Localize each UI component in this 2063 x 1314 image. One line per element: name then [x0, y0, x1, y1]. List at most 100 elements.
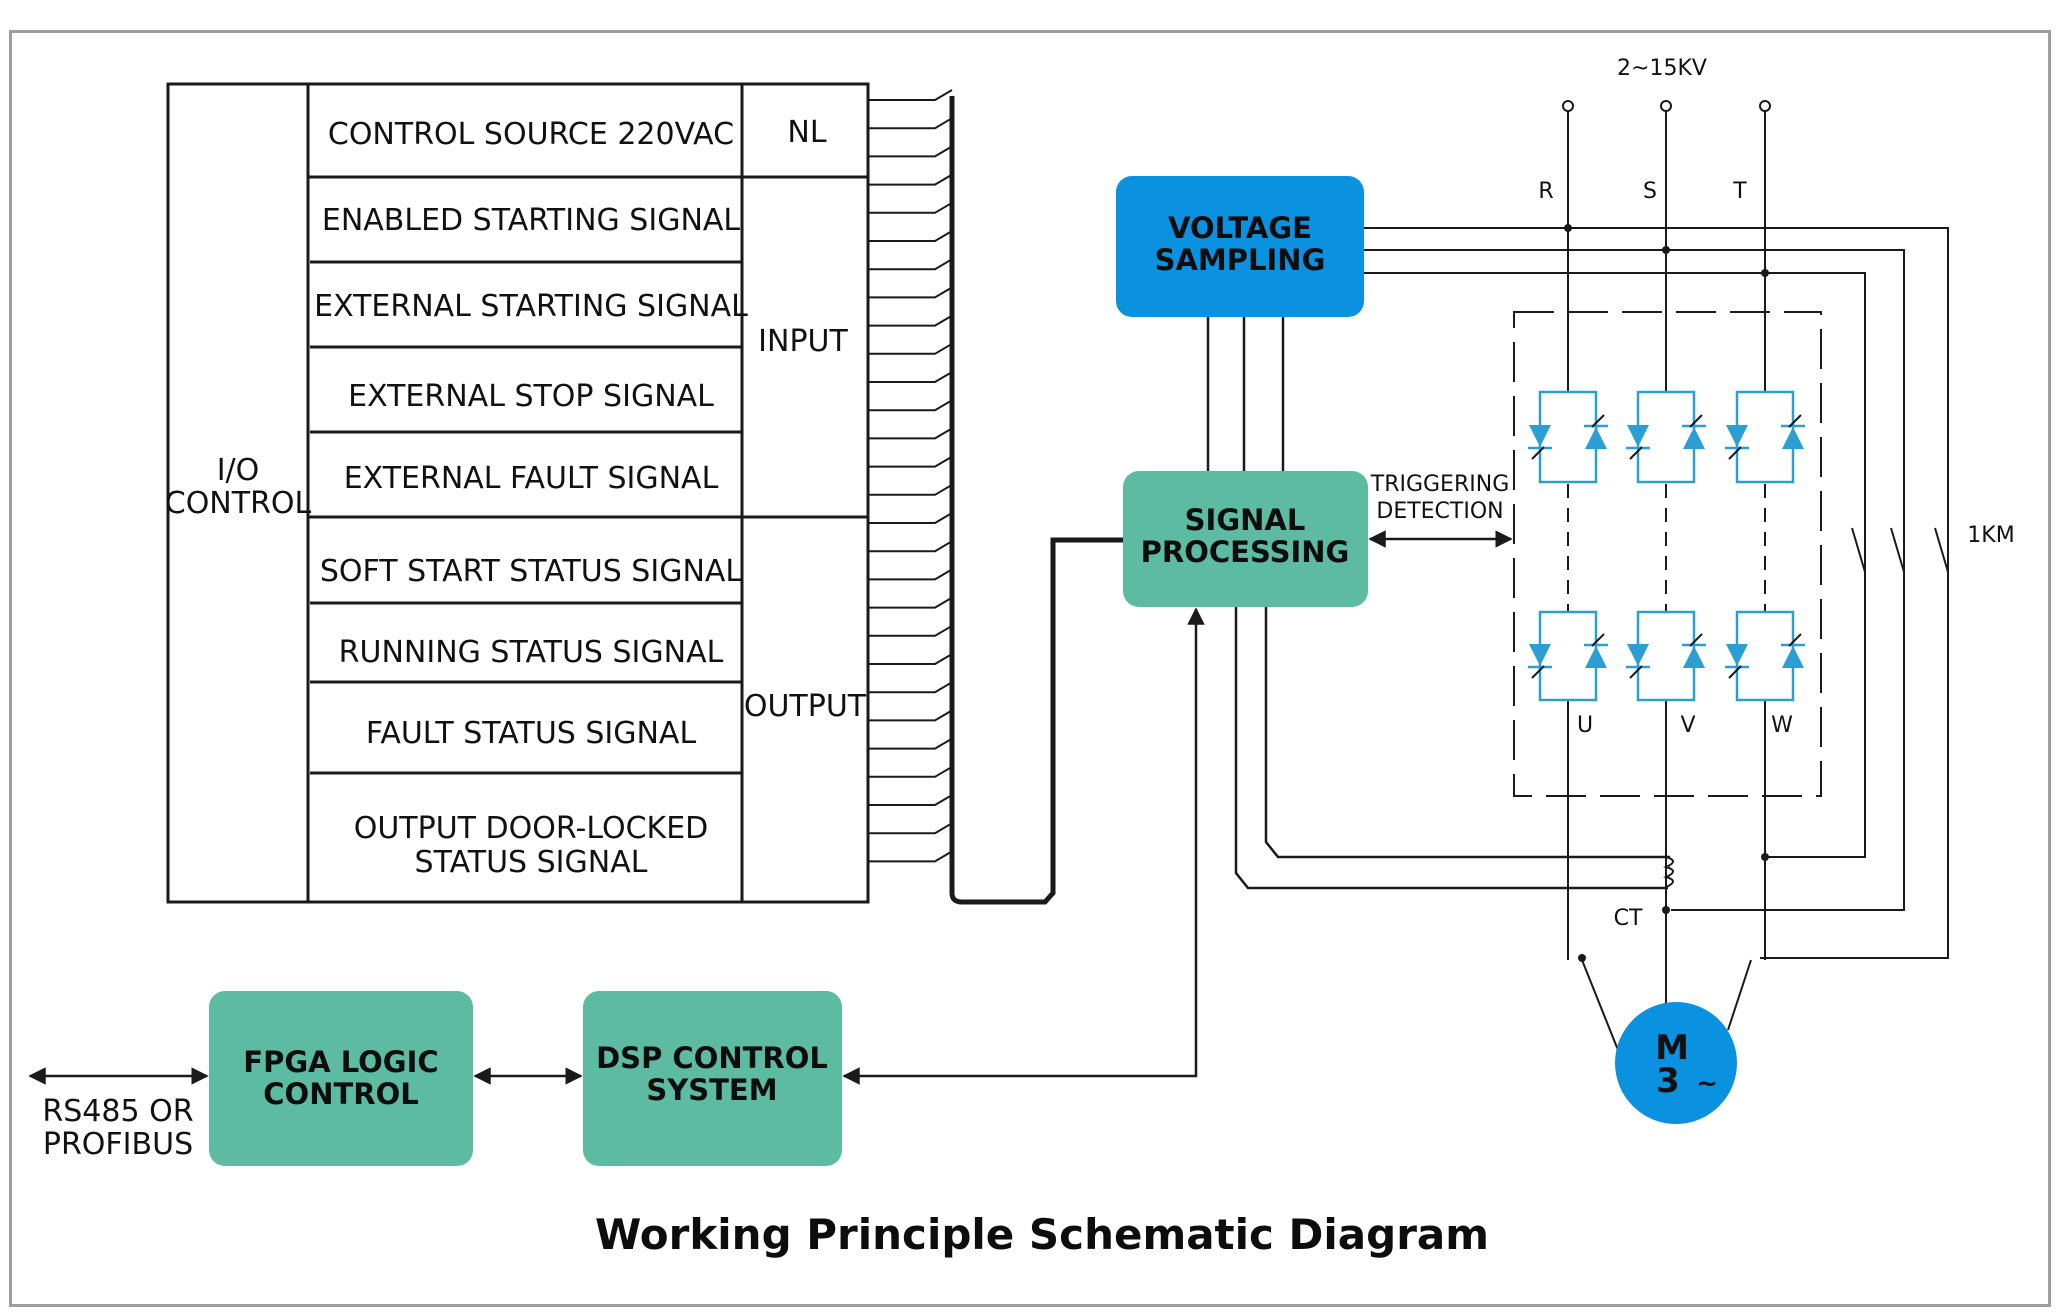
thyristor-pair [1725, 390, 1805, 484]
contactor-3-blade [1934, 527, 1949, 573]
category-nl: NL [787, 115, 826, 150]
motor-tilde: ~ [1696, 1069, 1718, 1099]
terminal-s [1660, 100, 1672, 112]
terminal-line [868, 286, 953, 299]
voltage-sampling-block [1116, 176, 1364, 317]
diagram-frame [9, 30, 2051, 1307]
voltage-sampling-label-2: SAMPLING [1155, 243, 1326, 277]
triggering-label-2: DETECTION [1376, 499, 1503, 524]
fpga-label-2: CONTROL [263, 1077, 418, 1111]
motor [1615, 1002, 1737, 1124]
out-u-label: U [1577, 713, 1593, 738]
terminal-line [868, 117, 953, 130]
row-soft-start-status: SOFT START STATUS SIGNAL [320, 554, 743, 589]
row-enabled-starting: ENABLED STARTING SIGNAL [322, 203, 741, 238]
terminal-line [868, 512, 953, 524]
terminal-line [868, 427, 953, 440]
dsp-sp-link [842, 607, 1205, 1085]
terminal-line [868, 314, 953, 327]
block-connections [28, 317, 1670, 1085]
contactor-1-blade [1851, 527, 1866, 573]
terminal-line [868, 483, 953, 496]
rs485-label-2: PROFIBUS [43, 1127, 193, 1162]
diagram-title: Working Principle Schematic Diagram [595, 1210, 1489, 1259]
sample-bus-s [1364, 249, 1905, 911]
terminal-line [868, 173, 953, 186]
ct-label: CT [1614, 906, 1643, 931]
junction-dots [1564, 224, 1769, 962]
voltage-label: 2~15KV [1617, 56, 1707, 81]
io-group-label-1: I/O [217, 453, 260, 488]
row-running-status: RUNNING STATUS SIGNAL [339, 635, 724, 670]
signal-processing-block [1123, 471, 1368, 607]
terminal-line [868, 737, 953, 750]
terminal-line [868, 371, 953, 383]
terminal-line [868, 624, 953, 637]
km-label: 1KM [1967, 523, 2014, 548]
sample-bus-t [1364, 272, 1866, 858]
row-external-starting: EXTERNAL STARTING SIGNAL [314, 289, 748, 324]
phase-t-label: T [1732, 179, 1747, 204]
terminal-t [1759, 100, 1771, 112]
thyristor-pair [1528, 390, 1608, 484]
fpga-logic-block [209, 991, 473, 1166]
row-control-source: CONTROL SOURCE 220VAC [328, 117, 734, 152]
terminal-line [868, 709, 953, 722]
out-w-label: W [1771, 713, 1793, 738]
dsp-control-block [583, 991, 842, 1166]
io-control-table [166, 82, 870, 904]
sample-bus-r [1364, 227, 1949, 959]
terminal-line [868, 596, 953, 609]
terminal-line [868, 455, 953, 468]
terminal-line [868, 230, 953, 242]
terminal-line [868, 822, 953, 835]
terminal-line [868, 342, 953, 355]
terminal-line [868, 258, 953, 271]
category-output: OUTPUT [744, 689, 867, 724]
phase-s-label: S [1643, 179, 1657, 204]
io-group-label-2: CONTROL [165, 486, 312, 521]
terminal-line [868, 653, 953, 665]
row-fault-status: FAULT STATUS SIGNAL [366, 716, 697, 751]
thyristor-pair [1725, 610, 1805, 702]
row-external-fault: EXTERNAL FAULT SIGNAL [344, 461, 719, 496]
row-door-locked-1: OUTPUT DOOR-LOCKED [354, 811, 709, 846]
triggering-label-1: TRIGGERING [1370, 472, 1510, 497]
terminal-line [868, 681, 953, 694]
io-table-outline [166, 82, 870, 904]
terminal-line [868, 89, 953, 101]
motor-feed-u [1581, 959, 1621, 1056]
thyristor-enclosure [1513, 311, 1822, 797]
out-v-label: V [1680, 713, 1695, 738]
row-door-locked-2: STATUS SIGNAL [415, 845, 648, 880]
terminal-line [868, 850, 953, 863]
thyristor-bank [1528, 390, 1805, 702]
terminal-line [868, 794, 953, 806]
rs485-label-1: RS485 OR [42, 1094, 193, 1129]
row-external-stop: EXTERNAL STOP SIGNAL [348, 379, 714, 414]
contactor-2-blade [1890, 527, 1905, 573]
category-input: INPUT [758, 324, 848, 359]
ct-feedback-1 [1264, 607, 1670, 859]
voltage-sampling-label-1: VOLTAGE [1168, 211, 1312, 245]
motor-feed-w [1727, 959, 1752, 1031]
dsp-label-1: DSP CONTROL [596, 1041, 828, 1075]
dsp-label-2: SYSTEM [646, 1073, 777, 1107]
ct-feedback-2 [1234, 607, 1668, 890]
thyristor-pair [1626, 610, 1706, 702]
motor-label-m: M [1655, 1028, 1689, 1068]
terminal-line [868, 765, 953, 778]
phase-r-label: R [1538, 179, 1553, 204]
terminal-r [1562, 100, 1574, 112]
terminal-line [868, 145, 953, 158]
fpga-label-1: FPGA LOGIC [243, 1045, 438, 1079]
thyristor-pair [1626, 390, 1706, 484]
terminal-line [868, 201, 953, 214]
signal-processing-label-1: SIGNAL [1185, 503, 1306, 537]
motor-label-3: 3 [1656, 1061, 1680, 1101]
signal-processing-label-2: PROCESSING [1141, 535, 1350, 569]
terminal-line [868, 540, 953, 553]
io-bus-cable [949, 96, 1125, 905]
